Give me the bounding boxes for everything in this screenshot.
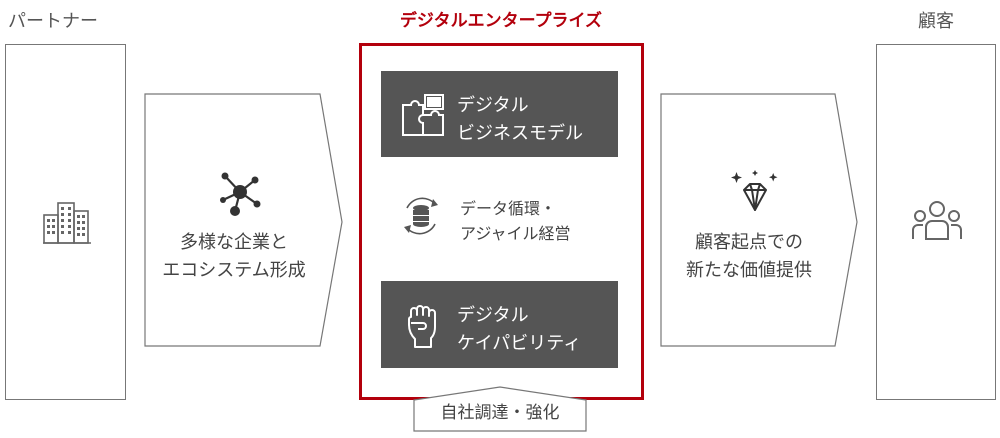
database-cycle-icon: [404, 197, 438, 235]
customer-label: 顧客: [918, 11, 954, 32]
left-arrow-line1: 多様な企業と: [180, 232, 288, 253]
box2-line1: デジタル: [457, 305, 529, 326]
right-arrow-shape: [660, 93, 858, 347]
middle-line1: データ循環・: [460, 199, 557, 218]
right-arrow-text: 顧客起点での 新たな価値提供: [663, 229, 835, 285]
diamond-sparkle-icon: [731, 170, 778, 211]
box1-line2: ビジネスモデル: [457, 123, 583, 144]
network-nodes-icon: [220, 172, 261, 216]
middle-text: データ循環・ アジャイル経営: [460, 196, 571, 246]
people-group-icon: [912, 201, 962, 240]
box2-text: デジタル ケイパビリティ: [457, 302, 581, 358]
left-arrow-line2: エコシステム形成: [162, 260, 306, 281]
fist-icon: [408, 305, 436, 348]
right-arrow-line1: 顧客起点での: [695, 232, 803, 253]
box1-text: デジタル ビジネスモデル: [457, 92, 583, 148]
partner-label: パートナー: [8, 11, 98, 32]
digital-capability-box: デジタル ケイパビリティ: [381, 281, 618, 368]
left-arrow-shape: [144, 93, 343, 347]
customer-box: [876, 44, 996, 400]
left-arrow-text: 多様な企業と エコシステム形成: [148, 229, 320, 285]
foundation-badge: [413, 386, 587, 432]
box1-line1: デジタル: [457, 95, 529, 116]
foundation-text: 自社調達・強化: [440, 403, 560, 423]
box2-line2: ケイパビリティ: [457, 333, 582, 354]
partner-box: [5, 44, 126, 400]
middle-line2: アジャイル経営: [460, 224, 571, 243]
right-arrow-line2: 新たな価値提供: [686, 260, 812, 281]
enterprise-title: デジタルエンタープライズ: [399, 11, 603, 31]
digital-business-model-box: デジタル ビジネスモデル: [381, 71, 618, 157]
buildings-icon: [43, 202, 91, 244]
puzzle-icon: [402, 94, 444, 136]
